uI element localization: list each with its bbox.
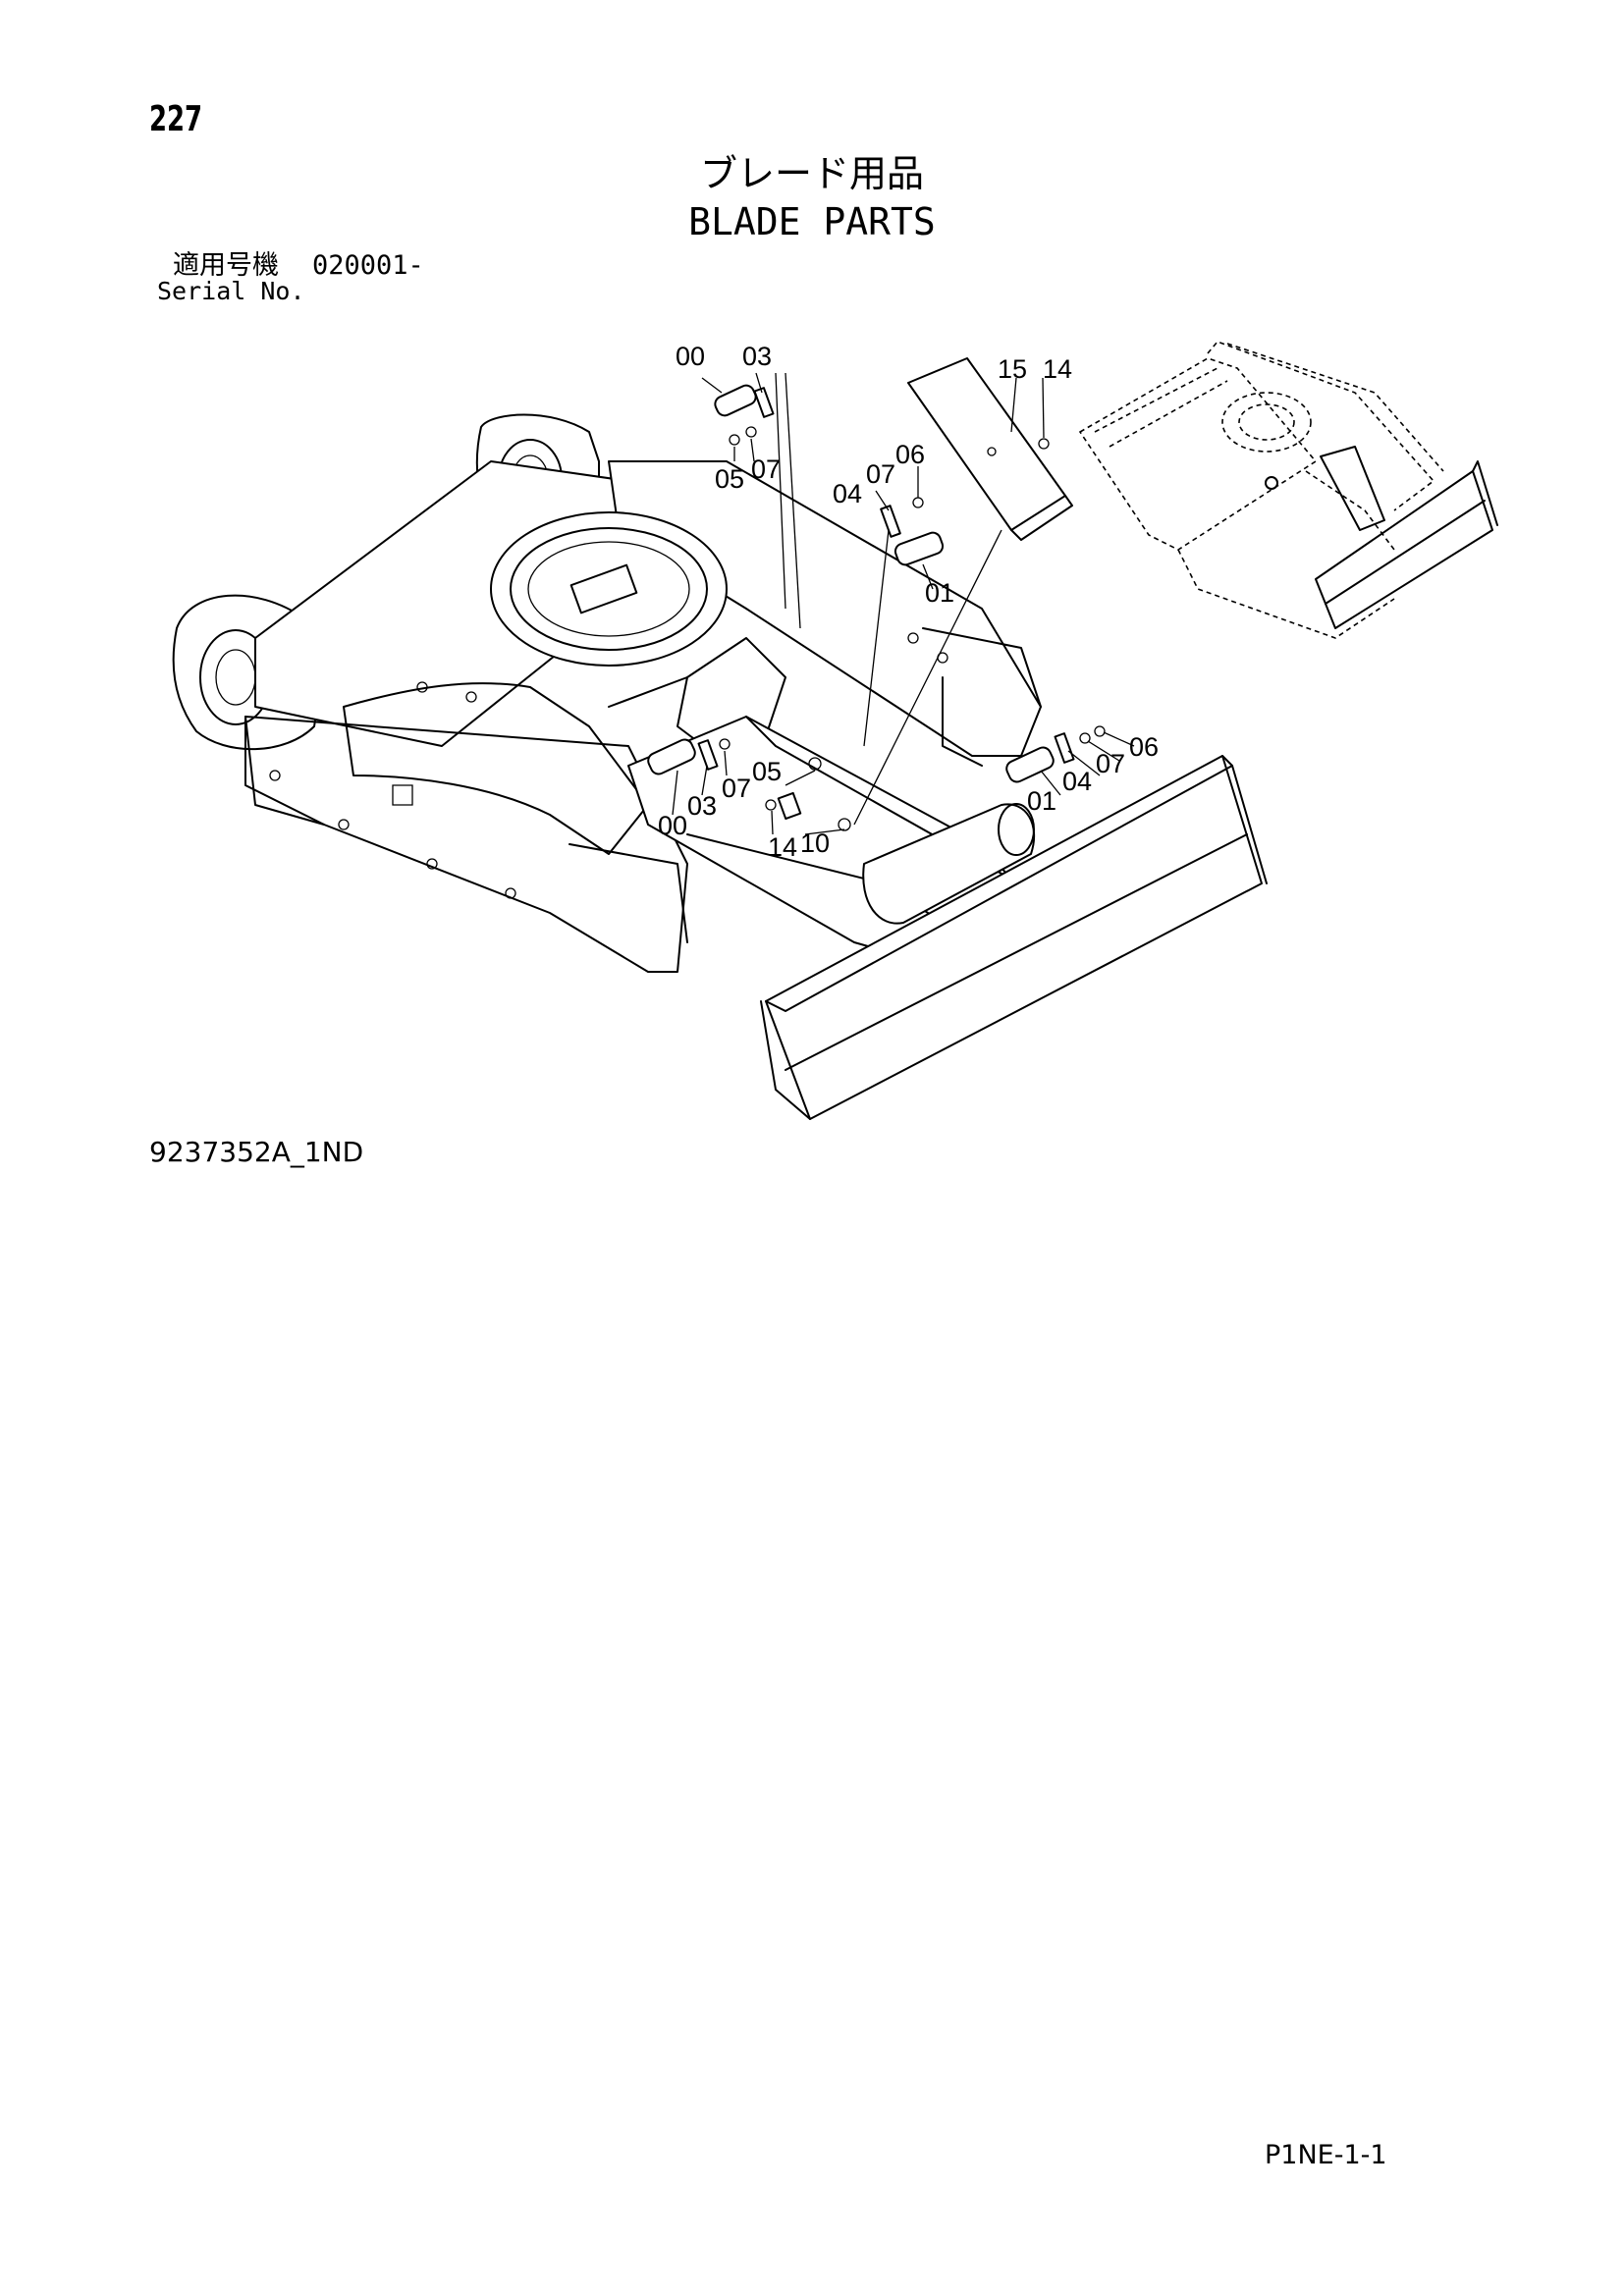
callout-label: 00 — [658, 811, 687, 840]
callout-label: 14 — [768, 832, 797, 862]
callout-label: 14 — [1043, 354, 1072, 384]
callout-label: 07 — [866, 459, 895, 489]
callout-label: 10 — [800, 828, 830, 858]
callout-label: 07 — [1096, 749, 1125, 778]
callout-label: 15 — [998, 354, 1027, 384]
undercarriage-frame — [172, 413, 1042, 973]
drawing-code: 9237352A_1ND — [149, 1136, 364, 1168]
cover-plate — [907, 357, 1073, 541]
callout-label: 06 — [895, 440, 925, 469]
callout-labels: 00 03 05 07 15 14 04 07 06 01 00 03 07 0… — [658, 342, 1159, 862]
page-title-english: BLADE PARTS — [688, 200, 936, 243]
leader-lines — [672, 372, 1135, 835]
pins-and-hardware — [647, 384, 1106, 831]
callout-label: 00 — [676, 342, 705, 371]
serial-label-japanese: 適用号機 — [173, 250, 279, 281]
callout-label: 01 — [925, 578, 954, 608]
callout-label: 06 — [1129, 732, 1159, 762]
page-number: 227 — [149, 99, 203, 139]
callout-label: 07 — [722, 774, 751, 803]
page-title-japanese: ブレード用品 — [699, 152, 924, 195]
page-code: P1NE-1-1 — [1265, 2140, 1387, 2170]
callout-label: 01 — [1027, 786, 1056, 816]
callout-label: 04 — [833, 479, 862, 508]
callout-label: 03 — [687, 791, 717, 821]
callout-label: 07 — [751, 454, 781, 484]
inset-overview-drawing — [1078, 341, 1498, 639]
callout-label: 03 — [742, 342, 772, 371]
callout-label: 05 — [715, 464, 744, 494]
callout-label: 05 — [752, 757, 782, 786]
callout-label: 04 — [1062, 767, 1092, 796]
dozer-blade — [760, 755, 1268, 1120]
serial-value: 020001- — [312, 250, 424, 281]
serial-label-english: Serial No. — [157, 277, 305, 305]
